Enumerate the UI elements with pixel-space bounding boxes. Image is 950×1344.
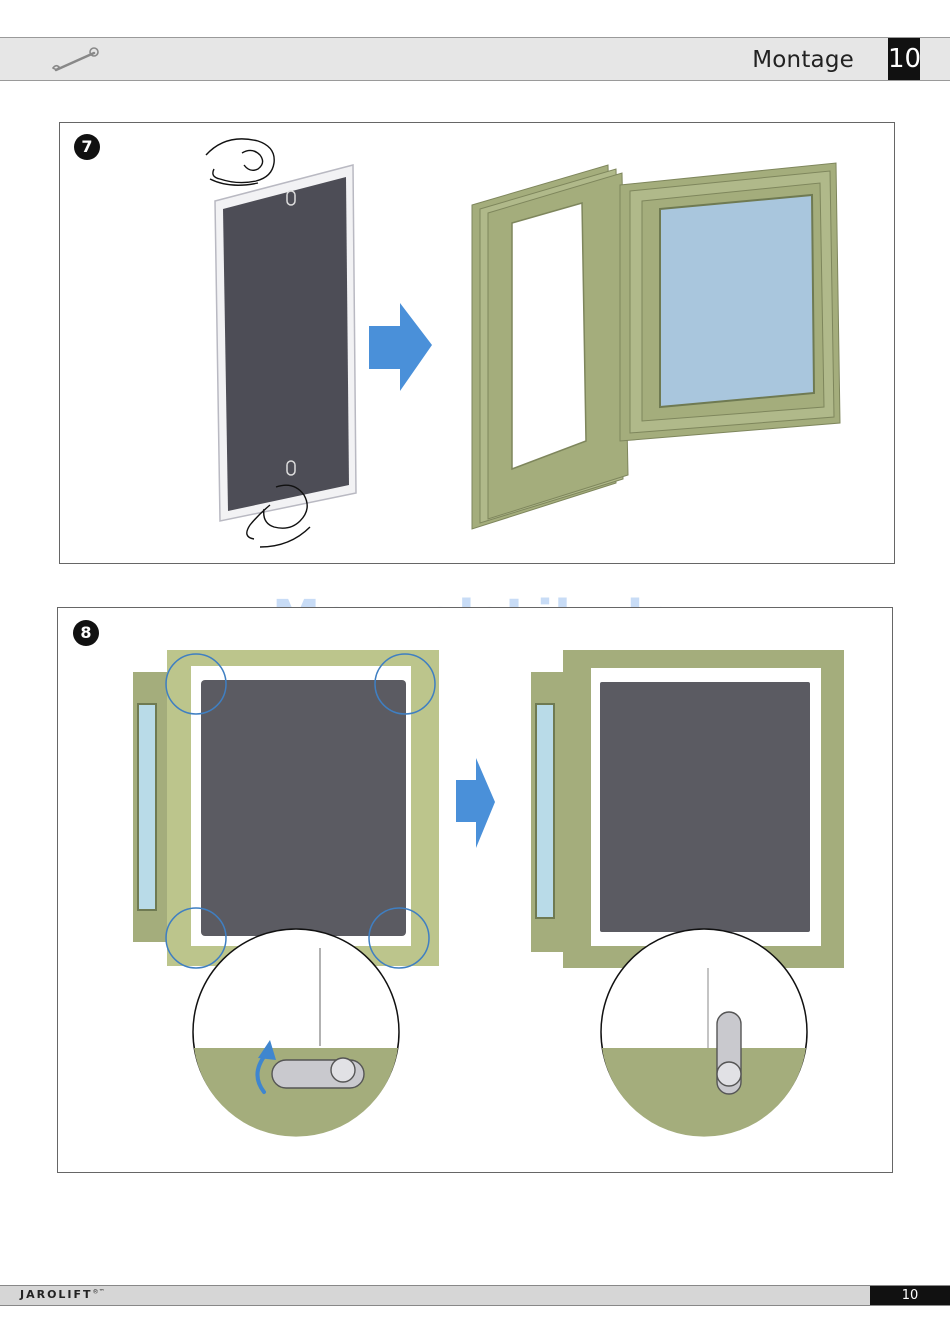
window-with-screen-after: [531, 650, 844, 968]
page-footer: JAROLIFT®™ 10: [0, 1285, 950, 1306]
section-title: Montage: [752, 47, 854, 73]
header-page-number: 10: [888, 38, 920, 80]
brand-mark: ®™: [93, 1288, 105, 1295]
brand-name: JAROLIFT: [20, 1288, 93, 1301]
footer-page-number: 10: [870, 1286, 950, 1305]
arrow-right-icon: [456, 758, 495, 848]
step-7-panel: 7: [59, 122, 895, 564]
arrow-right-icon: [369, 303, 432, 391]
insect-screen-frame: [215, 165, 356, 521]
step-8-illustration: [58, 608, 892, 1172]
wrench-icon: [50, 44, 102, 74]
hand-top-icon: [206, 139, 274, 185]
magnified-clip-open: [193, 929, 399, 1137]
window-with-screen-before: [133, 650, 439, 966]
page-header: Montage 10: [0, 37, 950, 81]
magnified-clip-closed: [601, 929, 807, 1137]
step-7-illustration: [60, 123, 894, 563]
step-8-panel: 8: [57, 607, 893, 1173]
window-frame-open: [472, 163, 840, 529]
brand-logo: JAROLIFT®™: [20, 1288, 105, 1301]
